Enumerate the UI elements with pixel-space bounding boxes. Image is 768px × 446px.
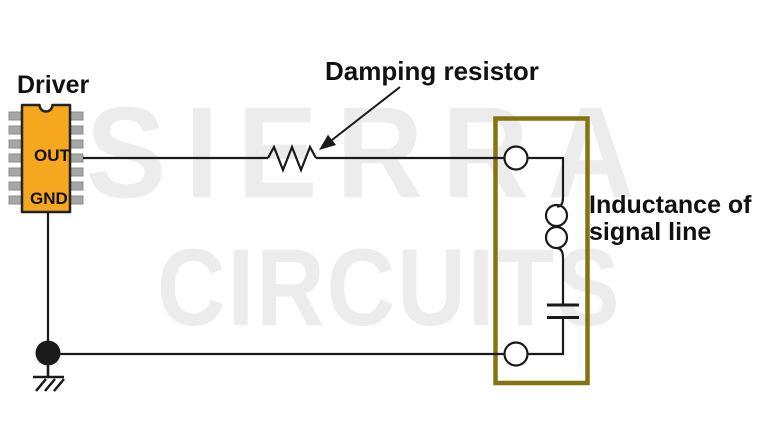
inductor-coil <box>544 196 569 304</box>
capacitor-symbol <box>547 303 579 319</box>
terminal-bottom <box>503 341 529 367</box>
inductance-label: Inductance of signal line <box>589 191 752 246</box>
wire-capacitor-to-terminal <box>527 319 565 356</box>
watermark-line2: CIRCUITS <box>157 225 622 349</box>
chip-out-pin-label: OUT <box>34 146 70 165</box>
annotation-arrow <box>319 86 401 150</box>
chip-pins-right <box>69 111 84 205</box>
driver-label: Driver <box>17 71 90 99</box>
damping-resistor-label: Damping resistor <box>325 56 539 86</box>
signal-line-box <box>493 116 590 386</box>
driver-chip <box>20 103 72 214</box>
chip-pins-left <box>8 111 23 205</box>
terminal-top <box>503 145 529 171</box>
wire-terminal-to-coil <box>527 156 565 197</box>
watermark-line1: SIERRA <box>86 80 654 226</box>
wires <box>46 143 579 356</box>
ground-icon <box>33 353 65 392</box>
damping-resistor-symbol <box>267 143 317 174</box>
chip-gnd-pin-label: GND <box>30 189 68 208</box>
